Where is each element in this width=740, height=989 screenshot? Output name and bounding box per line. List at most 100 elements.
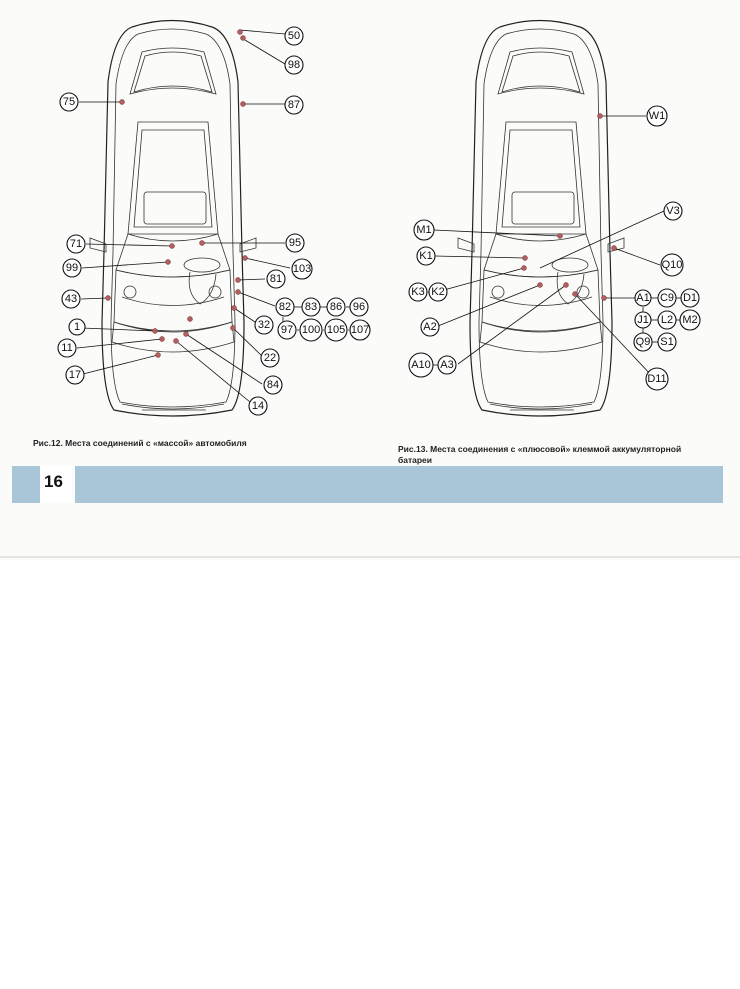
callout-95: 95 [285, 233, 305, 253]
svg-text:A1: A1 [636, 292, 649, 304]
callout-43: 43 [61, 289, 81, 309]
svg-text:14: 14 [252, 400, 264, 412]
svg-text:17: 17 [69, 369, 81, 381]
svg-text:A3: A3 [440, 359, 453, 371]
svg-text:Q10: Q10 [662, 259, 683, 271]
callout-S1: S1 [657, 332, 677, 352]
callout-99: 99 [62, 258, 82, 278]
callout-103: 103 [291, 258, 313, 280]
callout-Q9: Q9 [633, 332, 653, 352]
svg-text:32: 32 [258, 319, 270, 331]
svg-text:K2: K2 [431, 286, 444, 298]
callout-32: 32 [254, 315, 274, 335]
svg-text:11: 11 [61, 342, 72, 354]
callout-L2: L2 [657, 310, 677, 330]
svg-text:V3: V3 [666, 205, 679, 217]
connection-points-fig12 [105, 29, 248, 358]
callout-86: 86 [326, 297, 346, 317]
callout-K3: K3 [408, 282, 428, 302]
callout-71: 71 [66, 234, 86, 254]
svg-text:S1: S1 [660, 336, 673, 348]
svg-text:87: 87 [288, 99, 300, 111]
svg-text:103: 103 [293, 263, 311, 275]
svg-text:M2: M2 [682, 314, 697, 326]
footer-band [75, 466, 723, 503]
figure-12-caption: Рис.12. Места соединений с «массой» авто… [33, 438, 247, 448]
callout-V3: V3 [663, 201, 683, 221]
callout-81: 81 [266, 269, 286, 289]
callout-98: 98 [284, 55, 304, 75]
callout-A10: A10 [408, 352, 434, 378]
svg-text:L2: L2 [661, 314, 673, 326]
svg-text:Q9: Q9 [636, 336, 651, 348]
svg-text:81: 81 [270, 273, 282, 285]
leaders-fig12 [76, 29, 350, 403]
svg-text:A10: A10 [411, 359, 431, 371]
svg-text:D1: D1 [683, 292, 697, 304]
svg-text:107: 107 [351, 324, 369, 336]
svg-text:100: 100 [302, 324, 320, 336]
svg-text:98: 98 [288, 59, 300, 71]
callout-17: 17 [65, 365, 85, 385]
svg-text:D11: D11 [647, 373, 666, 385]
svg-text:W1: W1 [649, 110, 666, 122]
svg-text:K1: K1 [419, 250, 432, 262]
svg-text:22: 22 [264, 352, 276, 364]
callout-D11: D11 [645, 367, 669, 391]
car-outline-fig12 [89, 19, 257, 417]
callout-A2: A2 [420, 317, 440, 337]
svg-text:1: 1 [74, 321, 80, 333]
callout-87: 87 [284, 95, 304, 115]
svg-text:K3: K3 [411, 286, 424, 298]
callout-83: 83 [301, 297, 321, 317]
figure-13-caption: Рис.13. Места соединения с «плюсовой» кл… [398, 444, 682, 465]
figures-svg: 50 98 75 87 71 95 99 103 81 43 82 83 86 … [57, 19, 701, 417]
callout-82: 82 [275, 297, 295, 317]
svg-text:71: 71 [70, 238, 82, 250]
svg-text:83: 83 [305, 301, 317, 313]
svg-text:82: 82 [279, 301, 291, 313]
callout-75: 75 [59, 92, 79, 112]
callout-C9: C9 [657, 288, 677, 308]
callout-A1: A1 [634, 289, 652, 307]
callout-K2: K2 [428, 282, 448, 302]
callout-A3: A3 [437, 355, 457, 375]
callout-84: 84 [263, 375, 283, 395]
svg-text:50: 50 [288, 30, 300, 42]
svg-text:95: 95 [289, 237, 301, 249]
callout-11: 11 [57, 338, 77, 358]
page-edge [0, 556, 740, 558]
svg-text:75: 75 [63, 96, 75, 108]
callout-1: 1 [68, 318, 86, 336]
callout-100: 100 [299, 318, 323, 342]
svg-text:86: 86 [330, 301, 342, 313]
callout-107: 107 [349, 319, 371, 341]
page-number: 16 [44, 472, 63, 491]
callout-Q10: Q10 [660, 253, 684, 277]
svg-text:C9: C9 [660, 292, 674, 304]
callout-J1: J1 [634, 311, 652, 329]
callout-K1: K1 [416, 246, 436, 266]
svg-text:105: 105 [327, 324, 345, 336]
callout-96: 96 [349, 297, 369, 317]
callout-M1: M1 [413, 219, 435, 241]
svg-text:99: 99 [66, 262, 78, 274]
callout-105: 105 [324, 318, 348, 342]
callout-14: 14 [248, 396, 268, 416]
leaders-fig13 [428, 115, 681, 377]
callout-W1: W1 [646, 105, 668, 127]
svg-text:J1: J1 [637, 314, 649, 326]
svg-text:M1: M1 [416, 224, 431, 236]
callout-22: 22 [260, 348, 280, 368]
svg-text:A2: A2 [423, 321, 436, 333]
svg-text:43: 43 [65, 293, 77, 305]
callout-97: 97 [277, 320, 297, 340]
connection-points-fig13 [521, 113, 617, 301]
svg-text:96: 96 [353, 301, 365, 313]
svg-text:97: 97 [281, 324, 293, 336]
page-number-stripe [12, 466, 40, 503]
svg-text:84: 84 [267, 379, 279, 391]
callout-M2: M2 [679, 309, 701, 331]
callout-D1: D1 [680, 288, 700, 308]
callout-50: 50 [284, 26, 304, 46]
